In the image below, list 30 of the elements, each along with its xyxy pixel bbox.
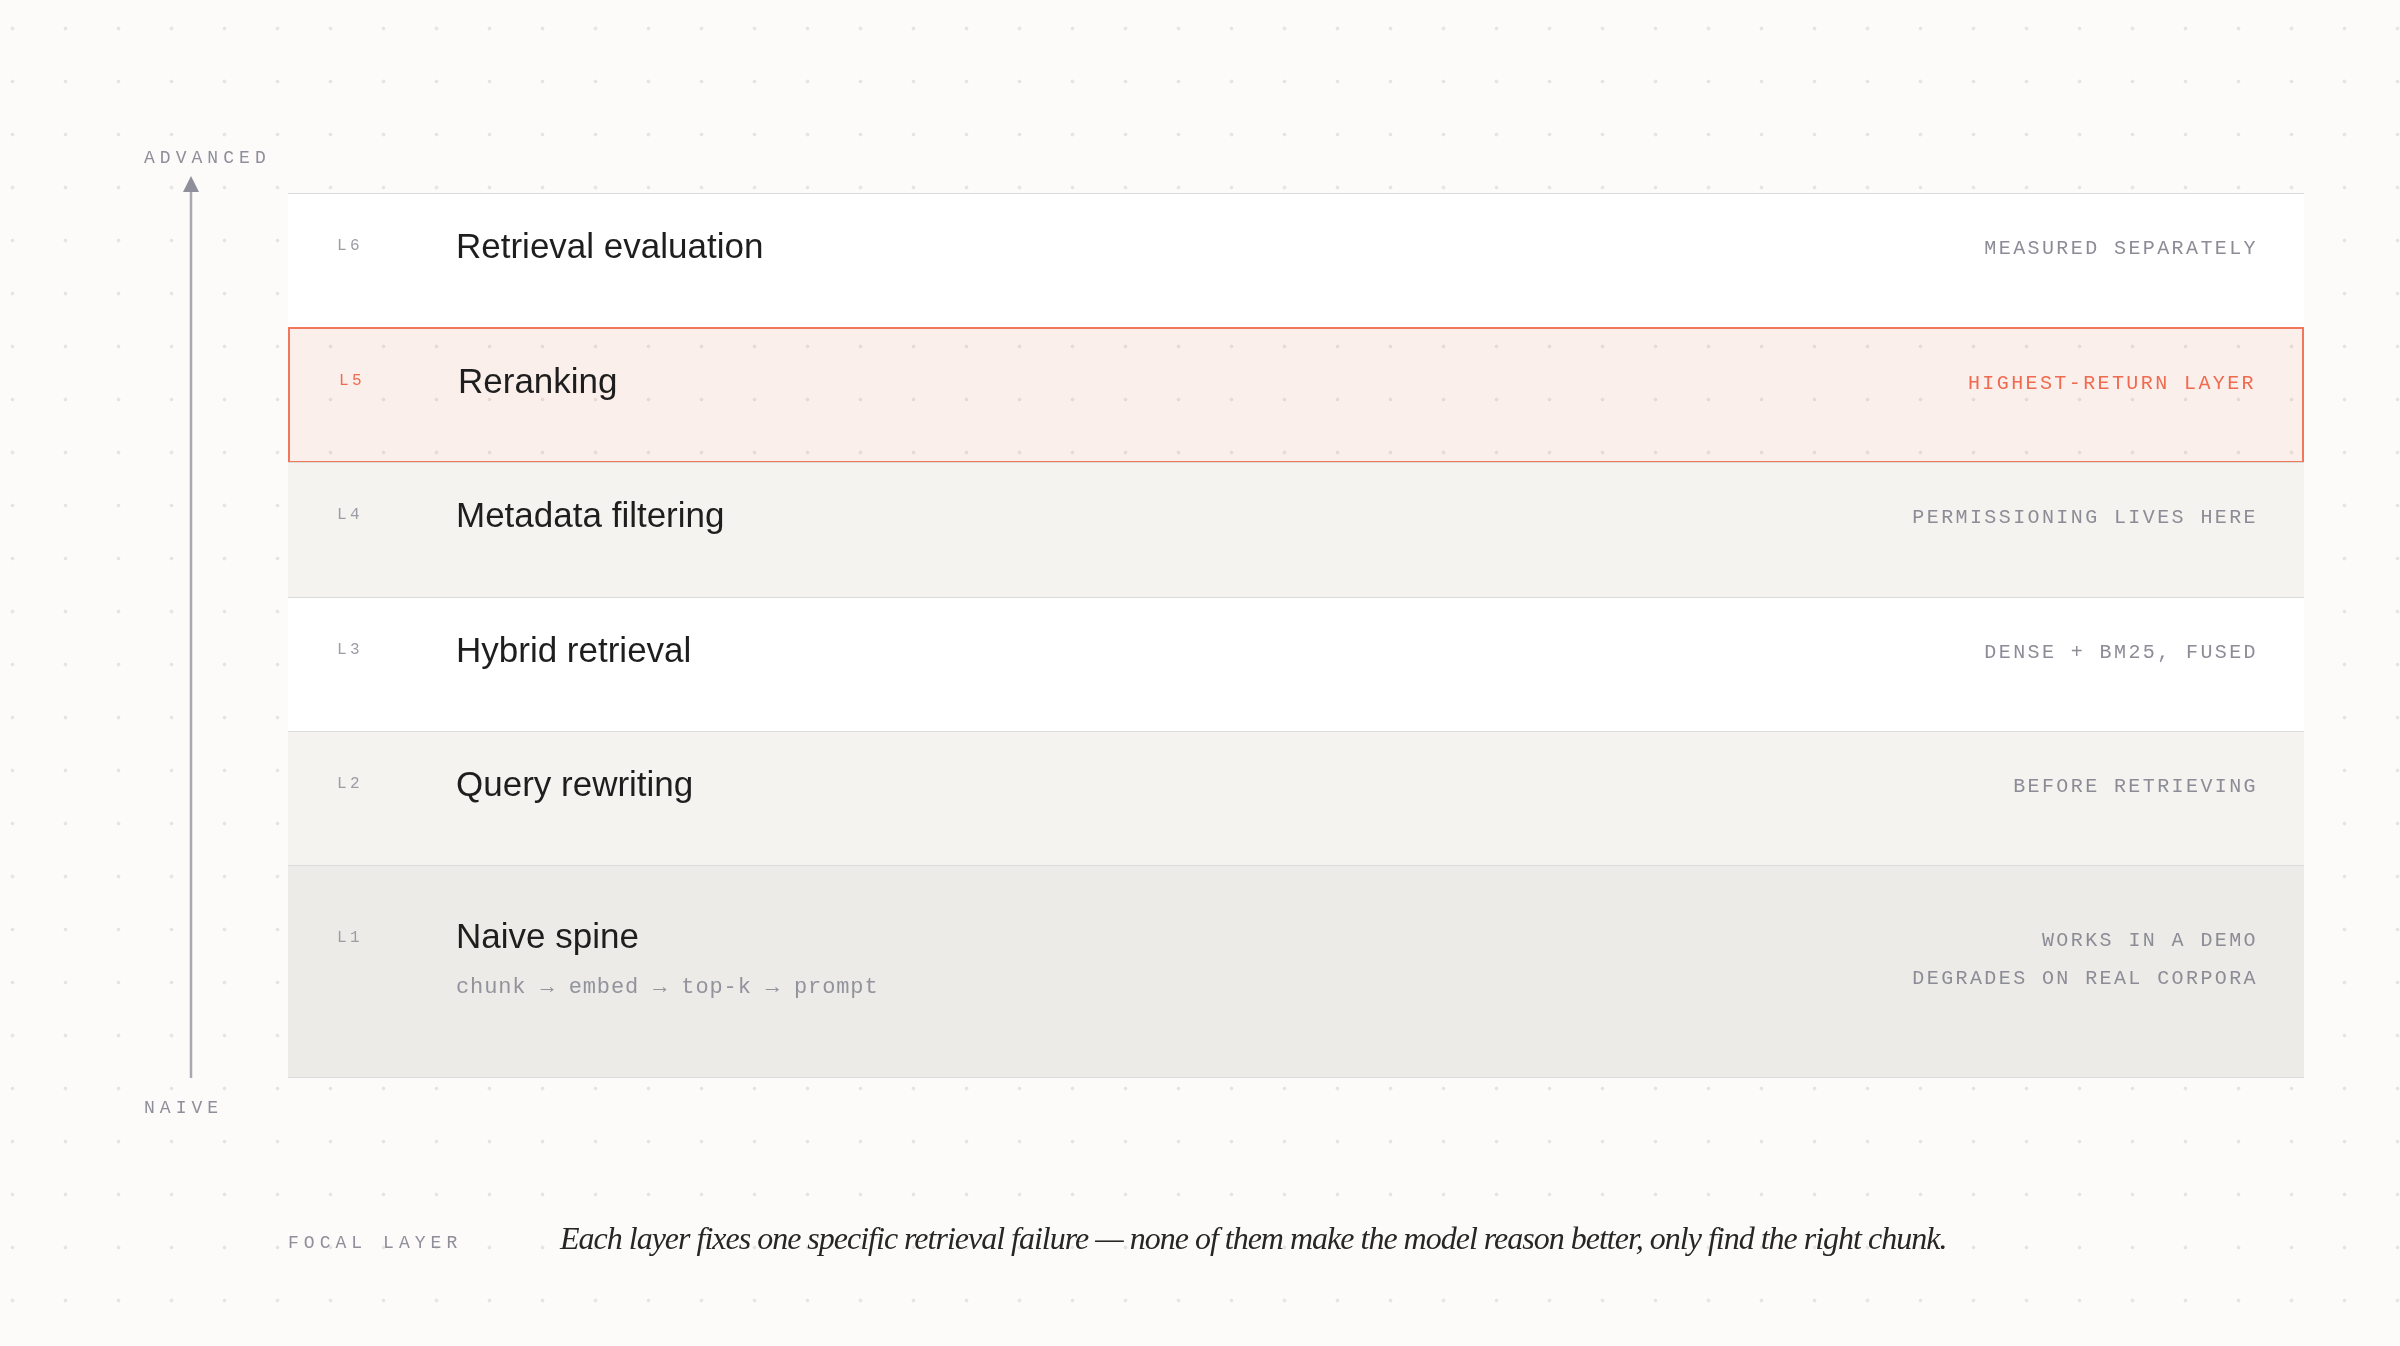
axis-label: ADVANCED <box>144 147 271 169</box>
layer-note: HIGHEST-RETURN LAYER <box>1967 371 2256 397</box>
highlighted-layer-band <box>288 327 2304 463</box>
layer-title: Retrieval evaluation <box>456 225 764 267</box>
layer-note: DEGRADES ON REAL CORPORA <box>1912 966 2258 992</box>
layer-note: WORKS IN A DEMO <box>2041 928 2258 954</box>
caption: Each layer fixes one specific retrieval failure — none of them make the model reason better, only find the right chunk. <box>560 1219 1947 1258</box>
axis-label: NAIVE <box>144 1097 224 1119</box>
layer-note: BEFORE RETRIEVING <box>2013 774 2258 800</box>
side-label: FOCAL LAYER <box>288 1232 463 1254</box>
layer-number: L1 <box>337 928 364 948</box>
layer-number: L6 <box>337 236 364 256</box>
layer-note: DENSE + BM25, FUSED <box>1984 640 2258 666</box>
layer-band <box>288 462 2304 597</box>
layer-band <box>288 731 2304 865</box>
layer-number: L2 <box>337 774 364 794</box>
layer-note: PERMISSIONING LIVES HERE <box>1912 505 2258 531</box>
pipeline-steps: chunk → embed → top-k → prompt <box>456 974 879 1002</box>
layer-number: L5 <box>339 371 366 391</box>
layer-note: MEASURED SEPARATELY <box>1984 236 2258 262</box>
layer-title: Hybrid retrieval <box>456 629 692 671</box>
layer-band <box>288 597 2304 731</box>
layer-title: Reranking <box>458 360 618 402</box>
layer-title: Query rewriting <box>456 763 694 805</box>
layer-title: Metadata filtering <box>456 494 725 536</box>
layer-number: L3 <box>337 640 364 660</box>
layer-title: Naive spine <box>456 915 639 957</box>
layer-band <box>288 193 2304 328</box>
layer-band <box>288 865 2304 1078</box>
layer-number: L4 <box>337 505 364 525</box>
